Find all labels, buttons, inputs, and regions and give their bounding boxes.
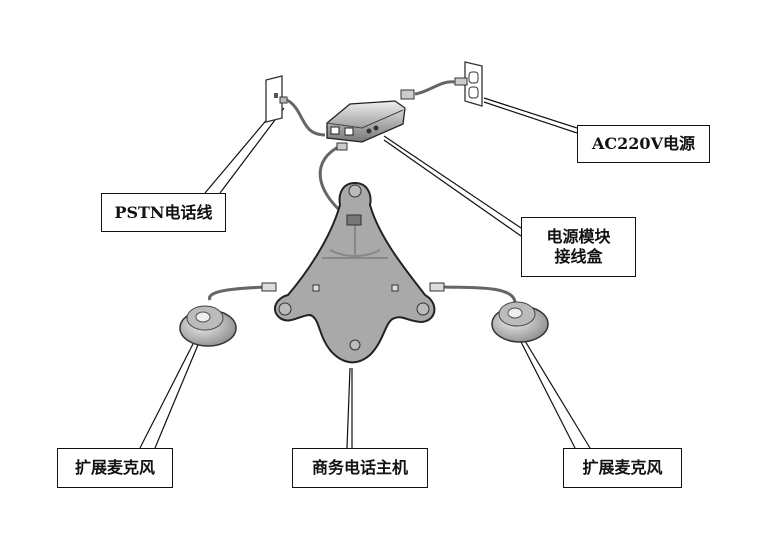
power-plug [400,89,415,100]
label-text: 扩展麦克风 [582,458,663,477]
label-text: 扩展麦克风 [74,458,155,477]
label-mic-left: 扩展麦克风 [57,448,173,488]
label-text: AC220V电源 [592,134,695,153]
label-text: PSTN电话线 [114,202,213,222]
label-mic-right: 扩展麦克风 [563,448,682,488]
wall-phone-jack [265,75,288,123]
power-outlet [454,61,483,107]
leader-lines [139,97,591,449]
power-module-box [326,100,406,151]
label-text-line1: 电源模块 [546,227,611,246]
label-pstn-line: PSTN电话线 [101,193,226,232]
label-ac-power: AC220V电源 [577,125,710,163]
microphone-left [179,305,237,347]
label-text: 商务电话主机 [311,458,408,477]
label-power-module: 电源模块 接线盒 [521,217,636,277]
conference-phone-base [273,181,436,364]
cables [208,80,517,304]
label-text-line2: 接线盒 [554,247,603,266]
label-main-unit: 商务电话主机 [292,448,428,488]
rj-connector-right [429,282,445,292]
microphone-right [491,301,549,343]
rj-connector-left [261,282,277,292]
